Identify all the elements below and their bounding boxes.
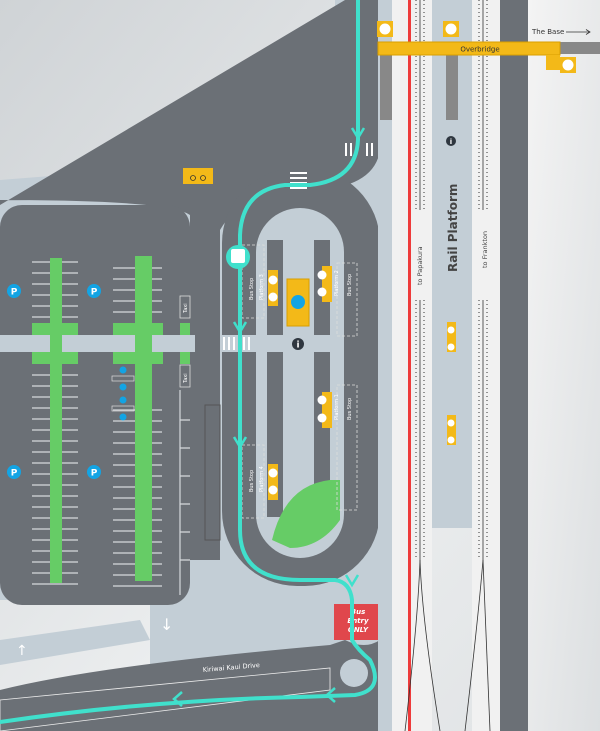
bike-wheel [190,175,196,181]
route-arrow-icon [172,127,366,707]
to-papakura-label: to Papakura [416,246,424,285]
rail-track-bed-west [392,0,432,731]
bus-route-line [0,0,377,724]
bus-stop-label: Bus Stop [249,470,255,492]
taxi-label: Taxi [183,373,189,384]
rail-track-bed-east [472,0,500,731]
bus-stop-label: Bus Stop [249,278,255,300]
bus-stop-label: Bus Stop [347,398,353,420]
roundabout [340,659,368,687]
car-park [0,205,190,605]
bus-entry-sign [334,604,385,640]
to-frankton-label: to Frankton [481,231,489,268]
bus-entry-text: ONLY [348,626,369,634]
rail-side-road [500,0,528,731]
stairs-east [560,42,600,54]
bike-wheel [200,175,206,181]
bus-entry-text: Entry [347,617,369,625]
bus-icon-body [231,249,245,263]
bus-stop-zones [241,244,358,519]
info-glyph: i [450,138,452,146]
overbridge [377,41,561,56]
parking-icon: P [91,288,98,298]
toilets-icon [291,295,305,309]
info-icon[interactable] [292,338,304,350]
rail-side-walkway [378,0,392,731]
footpath [0,620,150,665]
info-icon[interactable] [446,136,456,146]
overbridge-label: Overbridge [460,46,499,54]
taxi-label: Taxi [183,303,189,314]
green-islands [32,256,190,583]
bus-stop-markers [268,266,332,500]
taxi-rank: Taxi Taxi [179,295,191,388]
rail-stop-markers [447,322,456,445]
platform-4-label: Platform 4 [259,466,265,492]
arrow-up-icon: ↑ [16,643,28,659]
bus-stop-label: Bus Stop [347,274,353,296]
bus-entry-text: Bus [351,608,366,616]
rail-platform-label: Rail Platform [446,184,460,272]
platform-3-label: Platform 3 [259,274,265,300]
the-base-label: The Base [531,28,564,36]
arrow-right-icon [566,29,591,35]
bike-parking-icon [183,168,213,184]
background-right [528,0,600,731]
green-area [272,480,340,548]
parking-icon: P [11,288,18,298]
rail-tracks [404,0,491,731]
stairs-west [380,55,392,120]
accessible-parking-icons [111,366,135,421]
info-glyph: i [296,341,299,351]
car-park-walkway [0,335,195,352]
bus-layover [204,404,221,541]
stairs-platform [446,55,458,120]
parking-icons [7,284,101,479]
rail-sleepers [415,0,488,560]
parking-icon: P [11,469,18,479]
platform-2-label: Platform 2 [334,270,340,296]
platform-1-label: Platform 1 [334,394,340,420]
lift-icons [377,21,576,73]
parking-icon: P [91,469,98,479]
rail-boundary-line [408,0,411,731]
road-markings [0,667,331,731]
arrow-down-icon: ↓ [160,615,173,634]
